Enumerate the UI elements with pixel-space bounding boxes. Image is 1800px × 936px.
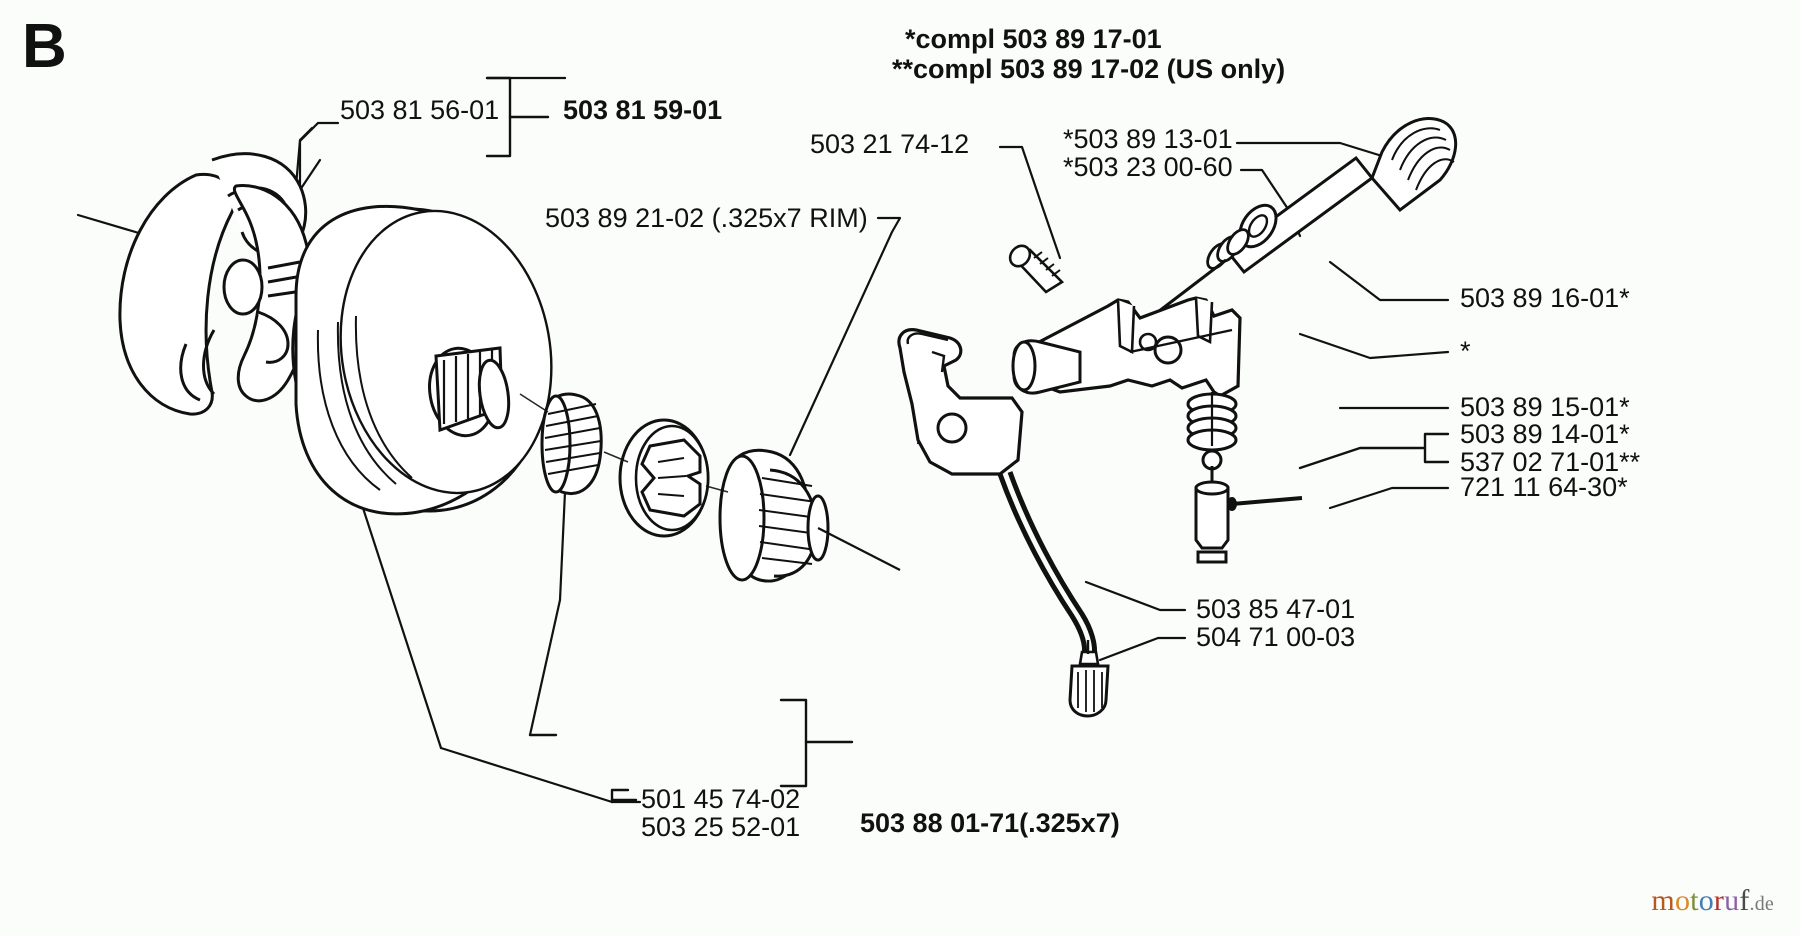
leader-cable-end (1098, 636, 1187, 662)
cable-end-fitting (1068, 640, 1110, 718)
label-handle-pin: *503 89 13-01 (1063, 124, 1233, 154)
leader-bearing-long (439, 746, 614, 804)
label-sprocket-kit: 503 88 01-71(.325x7) (860, 808, 1120, 838)
label-washer-small: 503 25 52-01 (641, 812, 801, 842)
label-cable-end: 504 71 00-03 (1196, 622, 1356, 652)
brake-spring-part (1186, 392, 1238, 452)
label-pin: 721 11 64-30* (1460, 472, 1628, 502)
watermark-letter-u: u (1724, 884, 1740, 917)
brake-hand-guard (897, 328, 1097, 657)
clutch-shoe-left (118, 172, 236, 416)
leader-drum-bottom (360, 503, 443, 750)
leader-rim-sprocket (788, 216, 902, 457)
brake-lever-body (1011, 296, 1242, 398)
label-plunger-a: 503 89 14-01* (1460, 419, 1630, 449)
spring-coils-rod (1206, 228, 1250, 270)
label-needle-bearing: 501 45 74-02 (641, 784, 801, 814)
leader-rod-knob (1328, 260, 1450, 302)
watermark-letter-o1: o (1674, 884, 1691, 917)
clutch-bushing-part (718, 448, 901, 583)
header-note-1: *compl 503 89 17-01 (905, 24, 1162, 54)
watermark-letter-f: f (1739, 884, 1750, 917)
label-plunger-b: 537 02 71-01** (1460, 447, 1641, 477)
leader-pin (1328, 486, 1450, 510)
watermark-letter-r: r (1713, 884, 1725, 917)
header-note-2: **compl 503 89 17-02 (US only) (892, 54, 1286, 84)
leader-brake-band (1084, 580, 1187, 612)
drum-hub (428, 346, 511, 438)
label-rim-sprocket: 503 89 21-02 (.325x7 RIM) (545, 203, 868, 233)
leader-screw (998, 145, 1062, 260)
leader-shoe-2 (294, 126, 314, 188)
label-clutch-shoe: 503 81 56-01 (340, 95, 500, 125)
screw-part (1008, 244, 1065, 294)
label-spring: 503 89 15-01* (1460, 392, 1630, 422)
label-brake-band: 503 85 47-01 (1196, 594, 1356, 624)
label-clutch-assembly: 503 81 59-01 (563, 95, 723, 125)
brake-handle-rod (1149, 117, 1458, 320)
watermark-suffix: .de (1749, 893, 1774, 915)
watermark-letter-m: m (1651, 884, 1675, 917)
watermark-motoruf: motoruf.de (1651, 884, 1774, 918)
rim-sprocket-part (618, 418, 710, 538)
label-rod-knob: 503 89 16-01* (1460, 283, 1630, 313)
leader-handle-pin (1235, 141, 1397, 162)
label-screw: 503 21 74-12 (810, 129, 970, 159)
leader-washer-long (528, 468, 568, 737)
needle-bearing-part (540, 392, 603, 495)
leader-bracket-star (1298, 332, 1450, 360)
plunger-part (1194, 449, 1303, 564)
label-washer: *503 23 00-60 (1063, 152, 1233, 182)
section-letter: B (22, 12, 67, 81)
watermark-letter-o2: o (1698, 884, 1714, 917)
label-bracket-star: * (1460, 336, 1471, 366)
watermark-letter-t: t (1690, 884, 1699, 917)
